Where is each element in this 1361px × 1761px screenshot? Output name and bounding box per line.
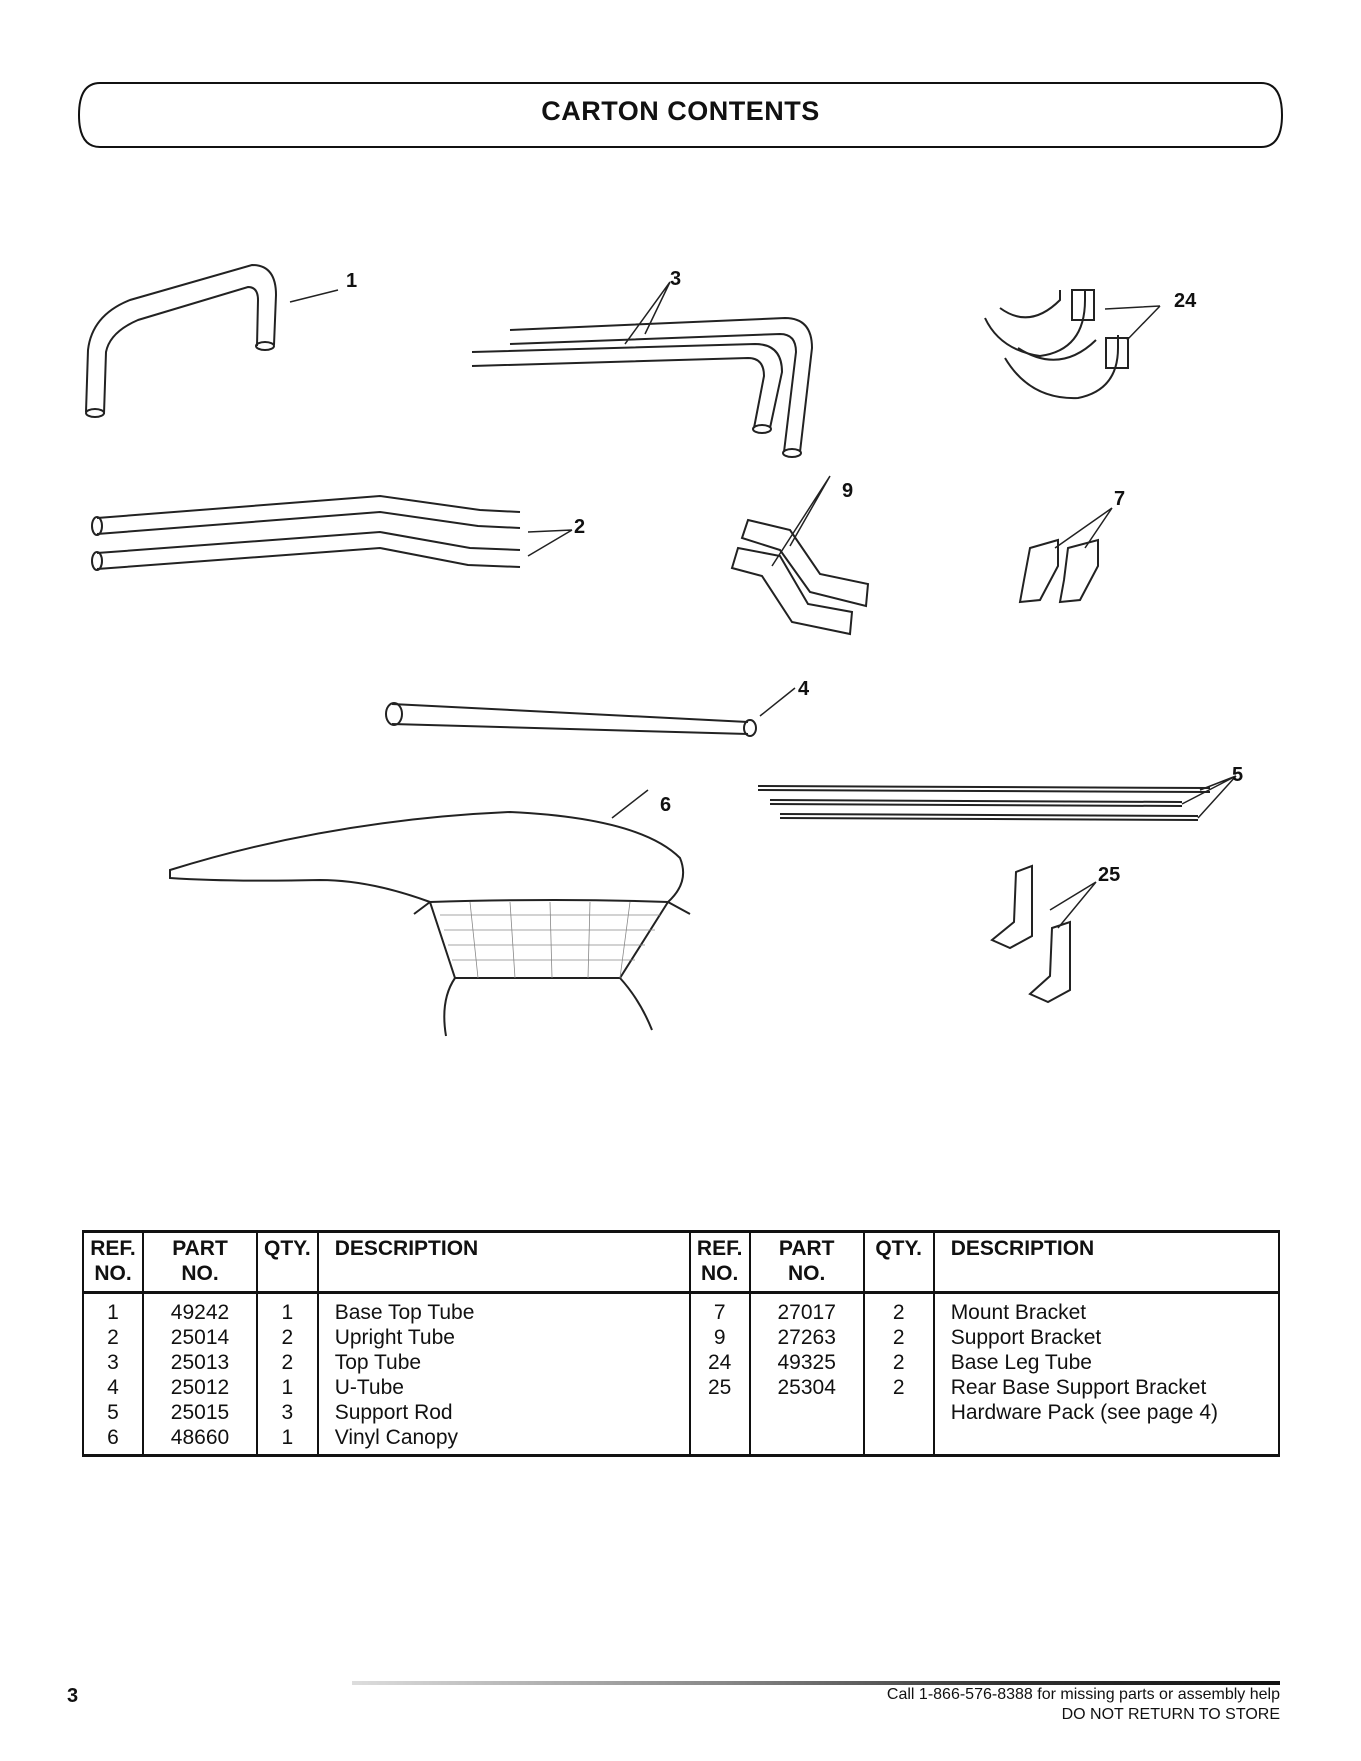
ref-no-cell bbox=[688, 1425, 751, 1457]
ref-no-cell bbox=[688, 1400, 751, 1425]
qty-cell: 2 bbox=[862, 1375, 935, 1400]
callout-6: 6 bbox=[660, 794, 672, 816]
ref-no-cell: 9 bbox=[688, 1325, 751, 1350]
description-cell: U-Tube bbox=[316, 1375, 691, 1400]
page-number: 3 bbox=[67, 1685, 79, 1707]
ref-no-cell: 4 bbox=[82, 1375, 144, 1400]
table-row: 6 48660 1 Vinyl Canopy bbox=[82, 1425, 1281, 1457]
callout-7: 7 bbox=[1114, 488, 1126, 510]
ref-no-cell: 7 bbox=[688, 1292, 751, 1325]
table-row: 3 25013 2 Top Tube 24 49325 2 Base Leg T… bbox=[82, 1350, 1281, 1375]
part-no-cell: 49242 bbox=[142, 1292, 258, 1325]
ref-no-cell: 2 bbox=[82, 1325, 144, 1350]
part-5-support-rods bbox=[757, 775, 1237, 821]
table-row: 4 25012 1 U-Tube 25 25304 2 Rear Base Su… bbox=[82, 1375, 1281, 1400]
footer-rule bbox=[352, 1681, 1280, 1685]
callout-24: 24 bbox=[1174, 290, 1197, 312]
callout-4: 4 bbox=[798, 678, 810, 700]
parts-illustration bbox=[85, 263, 1237, 1037]
callout-9: 9 bbox=[842, 480, 854, 502]
description-cell: Mount Bracket bbox=[932, 1292, 1281, 1325]
qty-cell: 3 bbox=[256, 1400, 319, 1425]
header-ref-no: REF.NO. bbox=[82, 1230, 144, 1294]
part-no-cell: 48660 bbox=[142, 1425, 258, 1457]
qty-cell: 1 bbox=[256, 1292, 319, 1325]
callout-5: 5 bbox=[1232, 764, 1244, 786]
qty-cell bbox=[862, 1400, 935, 1425]
description-cell: Top Tube bbox=[316, 1350, 691, 1375]
qty-cell: 2 bbox=[256, 1325, 319, 1350]
ref-no-cell: 5 bbox=[82, 1400, 144, 1425]
part-no-cell bbox=[748, 1400, 865, 1425]
part-9-support-brackets bbox=[730, 475, 870, 636]
part-25-rear-base-support-brackets bbox=[990, 864, 1097, 1004]
part-no-cell: 27263 bbox=[748, 1325, 865, 1350]
qty-cell: 1 bbox=[256, 1425, 319, 1457]
part-4-u-tube bbox=[385, 687, 796, 737]
qty-cell bbox=[862, 1425, 935, 1457]
part-1-base-top-tube bbox=[85, 263, 339, 418]
qty-cell: 2 bbox=[862, 1350, 935, 1375]
part-2-upright-tubes bbox=[91, 494, 573, 571]
ref-no-cell: 25 bbox=[688, 1375, 751, 1400]
title-banner: CARTON CONTENTS bbox=[78, 82, 1283, 148]
part-no-cell: 49325 bbox=[748, 1350, 865, 1375]
description-cell: Support Bracket bbox=[932, 1325, 1281, 1350]
banner-frame bbox=[78, 82, 1283, 148]
description-cell bbox=[932, 1425, 1281, 1457]
part-no-cell: 27017 bbox=[748, 1292, 865, 1325]
part-no-cell bbox=[748, 1425, 865, 1457]
ref-no-cell: 3 bbox=[82, 1350, 144, 1375]
qty-cell: 2 bbox=[862, 1292, 935, 1325]
part-no-cell: 25015 bbox=[142, 1400, 258, 1425]
table-row: 1 49242 1 Base Top Tube 7 27017 2 Mount … bbox=[82, 1292, 1281, 1325]
table-row: 5 25015 3 Support Rod Hardware Pack (see… bbox=[82, 1400, 1281, 1425]
callout-1: 1 bbox=[346, 270, 358, 292]
part-24-base-leg-tubes bbox=[984, 289, 1161, 400]
header-ref-no-right: REF.NO. bbox=[688, 1230, 751, 1294]
part-7-mount-brackets bbox=[1018, 507, 1113, 604]
callout-25: 25 bbox=[1098, 864, 1121, 886]
ref-no-cell: 6 bbox=[82, 1425, 144, 1457]
description-cell: Rear Base Support Bracket bbox=[932, 1375, 1281, 1400]
description-cell: Base Top Tube bbox=[316, 1292, 691, 1325]
header-qty-right: QTY. bbox=[862, 1230, 935, 1294]
description-cell: Hardware Pack (see page 4) bbox=[932, 1400, 1281, 1425]
footer-store-notice: DO NOT RETURN TO STORE bbox=[1061, 1706, 1280, 1723]
qty-cell: 2 bbox=[256, 1350, 319, 1375]
table-row: 2 25014 2 Upright Tube 9 27263 2 Support… bbox=[82, 1325, 1281, 1350]
qty-cell: 2 bbox=[862, 1325, 935, 1350]
part-no-cell: 25304 bbox=[748, 1375, 865, 1400]
ref-no-cell: 24 bbox=[688, 1350, 751, 1375]
page-title: CARTON CONTENTS bbox=[541, 96, 820, 126]
ref-no-cell: 1 bbox=[82, 1292, 144, 1325]
footer-help-text: Call 1-866-576-8388 for missing parts or… bbox=[886, 1686, 1280, 1703]
description-cell: Vinyl Canopy bbox=[316, 1425, 691, 1457]
callout-3: 3 bbox=[670, 268, 682, 290]
qty-cell: 1 bbox=[256, 1375, 319, 1400]
part-no-cell: 25012 bbox=[142, 1375, 258, 1400]
part-no-cell: 25013 bbox=[142, 1350, 258, 1375]
callout-2: 2 bbox=[574, 516, 586, 538]
part-3-top-tubes bbox=[471, 281, 814, 458]
header-description-right: DESCRIPTION bbox=[932, 1230, 1281, 1294]
header-description: DESCRIPTION bbox=[316, 1230, 691, 1294]
description-cell: Support Rod bbox=[316, 1400, 691, 1425]
part-6-vinyl-canopy bbox=[169, 789, 691, 1037]
description-cell: Base Leg Tube bbox=[932, 1350, 1281, 1375]
header-qty: QTY. bbox=[256, 1230, 319, 1294]
description-cell: Upright Tube bbox=[316, 1325, 691, 1350]
part-no-cell: 25014 bbox=[142, 1325, 258, 1350]
